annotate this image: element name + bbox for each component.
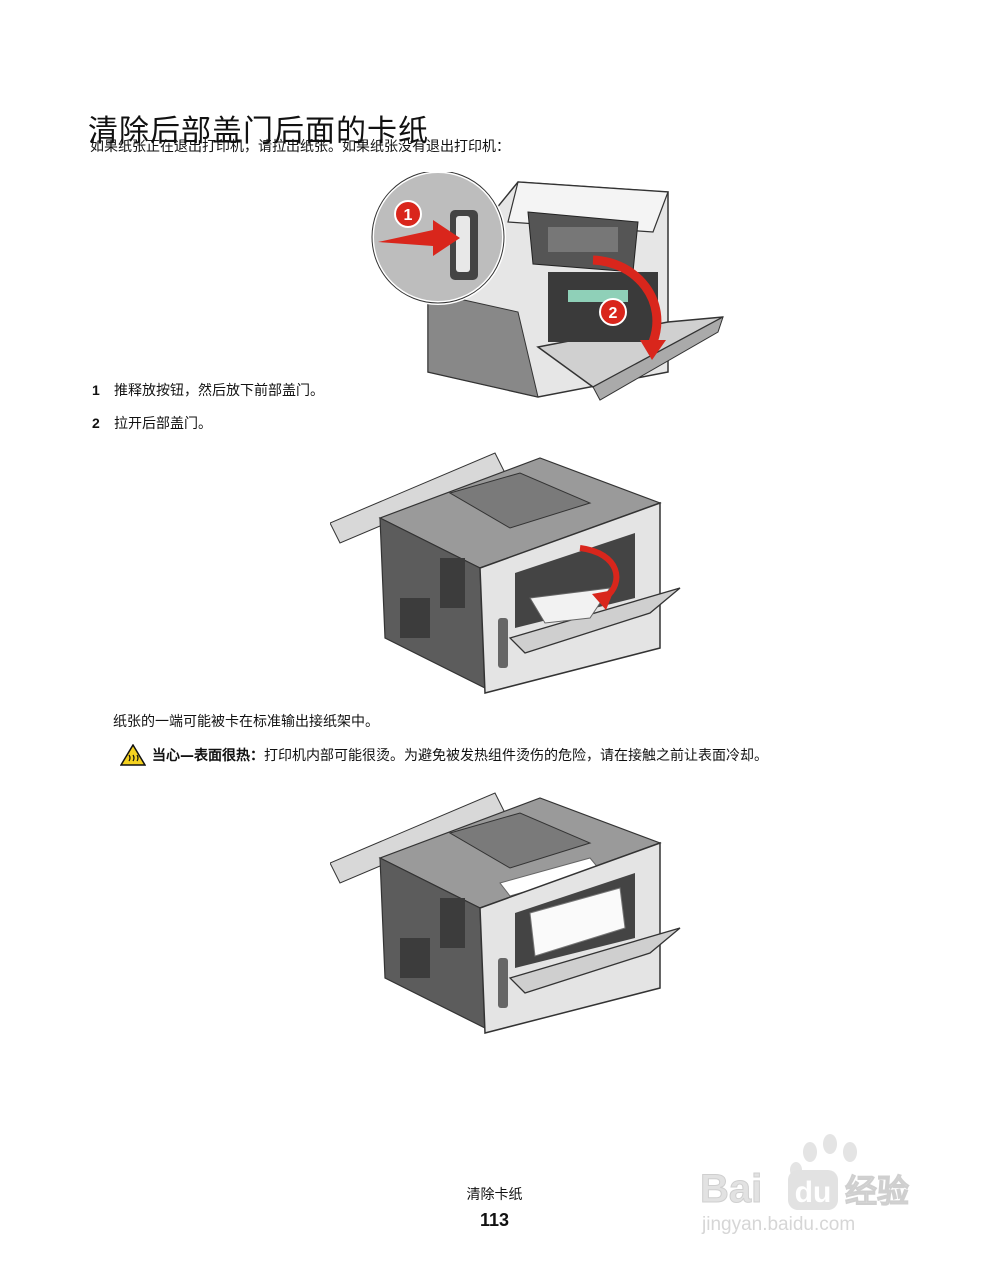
caution-text: 打印机内部可能很烫。为避免被发热组件烫伤的危险，请在接触之前让表面冷却。 (264, 748, 768, 764)
page-title: 清除后部盖门后面的卡纸 (88, 114, 429, 150)
rear-door-illustration (330, 452, 681, 694)
step-1-text: 推释放按钮，然后放下前部盖门。 (114, 383, 324, 399)
caution-notice: 当心—表面很热：打印机内部可能很烫。为避免被发热组件烫伤的危险，请在接触之前让表… (120, 744, 768, 766)
watermark-name: 经验 (845, 1172, 909, 1210)
watermark-brand: Bai (700, 1167, 762, 1211)
footer-section-label: 清除卡纸 (466, 1187, 523, 1203)
step-1: 1 推释放按钮，然后放下前部盖门。 (92, 380, 324, 400)
watermark-url: jingyan.baidu.com (701, 1214, 855, 1235)
callout-2-label: 2 (609, 305, 618, 322)
baidu-jingyan-watermark: Bai du 经验 jingyan.baidu.com (700, 1134, 910, 1235)
step-2-number: 2 (92, 415, 100, 431)
note-text: 纸张的一端可能被卡在标准输出接纸架中。 (113, 714, 379, 730)
intro-text: 如果纸张正在退出打印机，请拉出纸张。如果纸张没有退出打印机： (90, 139, 510, 155)
rear-jam-illustration (330, 792, 681, 1034)
hot-surface-warning-icon (120, 744, 146, 766)
step-2: 2 拉开后部盖门。 (92, 413, 212, 433)
page-number: 113 (479, 1210, 510, 1230)
front-door-illustration: 2 1 (370, 172, 724, 401)
caution-label: 当心—表面很热： (152, 748, 264, 764)
callout-1-label: 1 (404, 207, 413, 224)
watermark-brand-suffix: du (795, 1176, 832, 1209)
step-2-text: 拉开后部盖门。 (114, 416, 212, 432)
step-1-number: 1 (92, 382, 100, 398)
